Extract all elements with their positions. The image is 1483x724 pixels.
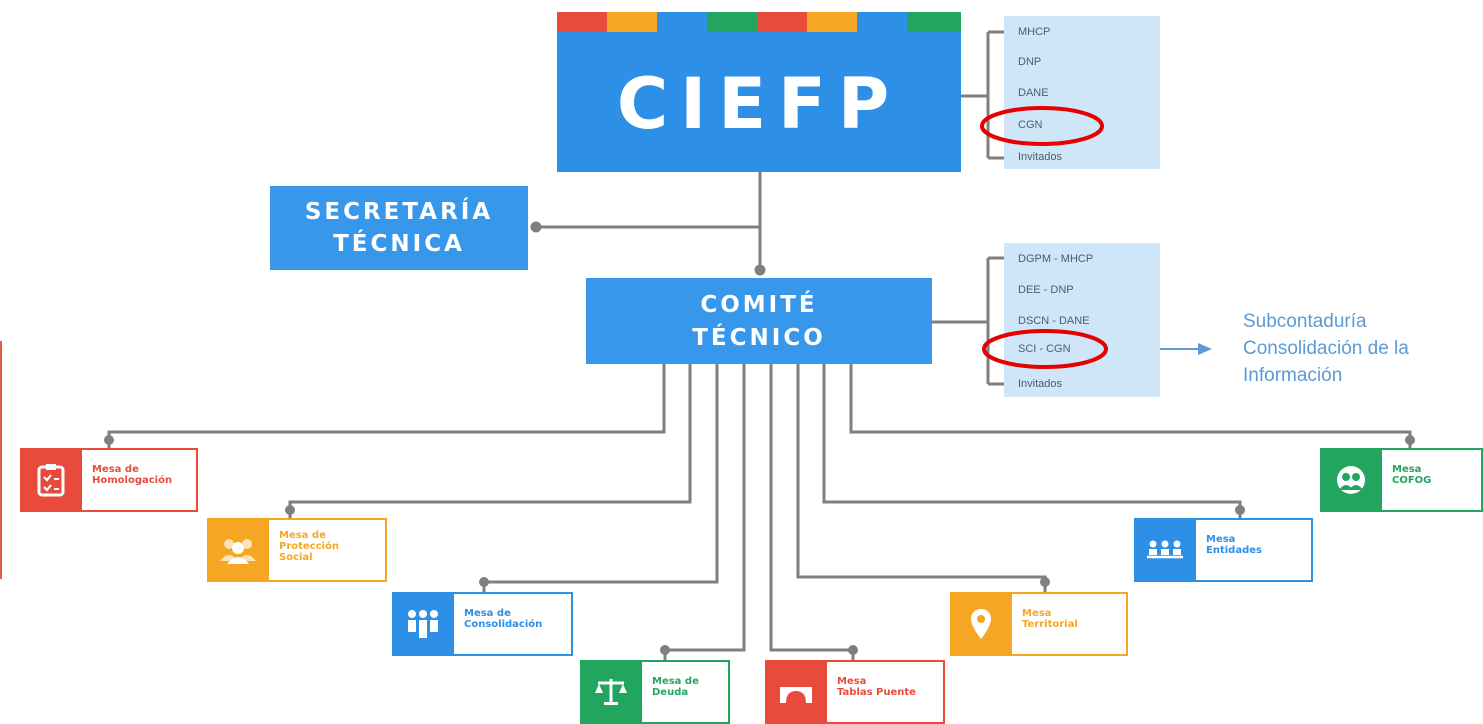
color-stripe [857, 12, 907, 32]
member-label: Invitados [1018, 151, 1063, 163]
mesa-label: Protección [279, 541, 339, 552]
color-stripe [907, 12, 961, 32]
color-stripe [757, 12, 807, 32]
note-line: Consolidación de la [1243, 338, 1409, 359]
mesa-label: Mesa de [279, 530, 326, 541]
mesa-proteccion-social: Mesa de Protección Social [207, 518, 387, 582]
comite-members-panel: DGPM - MHCP DEE - DNP DSCN - DANE SCI - … [1004, 243, 1160, 397]
ciefp-members-panel: MHCP DNP DANE CGN Invitados [1004, 16, 1160, 169]
mesa-label: Mesa [1022, 608, 1052, 619]
people-group-icon [207, 518, 269, 582]
member-label: DEE - DNP [1018, 284, 1074, 296]
note-line: Subcontaduría [1243, 311, 1367, 332]
mesa-label: Tablas Puente [837, 687, 916, 698]
mesa-cofog: Mesa COFOG [1320, 448, 1483, 512]
note-line: Información [1243, 365, 1343, 386]
member-label: SCI - CGN [1018, 343, 1071, 355]
member-label: DSCN - DANE [1018, 315, 1090, 327]
mesa-label: Mesa de [464, 608, 511, 619]
member-label: CGN [1018, 119, 1043, 131]
color-stripe [657, 12, 707, 32]
mesa-label: Mesa de [652, 676, 699, 687]
member-label: DGPM - MHCP [1018, 253, 1094, 265]
network-icon [1134, 518, 1196, 582]
mesa-label: Mesa de [92, 464, 139, 475]
member-label: DNP [1018, 56, 1042, 68]
comite-line1: COMITÉ [700, 292, 818, 318]
left-edge-bar [0, 341, 2, 579]
member-label: MHCP [1018, 26, 1051, 38]
mesa-label: Entidades [1206, 545, 1262, 556]
member-label: Invitados [1018, 378, 1063, 390]
secretaria-line2: TÉCNICA [333, 231, 465, 257]
bridge-icon [765, 660, 827, 724]
subcontaduria-note: Subcontaduría Consolidación de la Inform… [1243, 308, 1409, 389]
mesa-tablas-puente: Mesa Tablas Puente [765, 660, 945, 724]
color-stripe [607, 12, 657, 32]
color-stripe [707, 12, 757, 32]
scales-icon [580, 660, 642, 724]
mesa-label: Mesa [1206, 534, 1236, 545]
comite-line2: TÉCNICO [692, 325, 826, 351]
mesa-consolidacion: Mesa de Consolidación [392, 592, 573, 656]
team-icon [392, 592, 454, 656]
mesa-homologacion: Mesa de Homologación [20, 448, 198, 512]
mesa-label: Social [279, 552, 313, 563]
color-stripe [557, 12, 607, 32]
people-circle-icon [1320, 448, 1382, 512]
mesa-entidades: Mesa Entidades [1134, 518, 1313, 582]
member-label: DANE [1018, 87, 1049, 99]
mesa-label: Consolidación [464, 619, 543, 630]
mesa-deuda: Mesa de Deuda [580, 660, 730, 724]
ciefp-box: CIEFP [557, 12, 961, 172]
mesa-label: Mesa [837, 676, 867, 687]
mesa-territorial: Mesa Territorial [950, 592, 1128, 656]
mesa-label: Homologación [92, 475, 173, 486]
location-pin-icon [950, 592, 1012, 656]
mesa-label: COFOG [1392, 475, 1432, 486]
mesa-label: Territorial [1022, 619, 1078, 630]
mesa-label: Deuda [652, 687, 689, 698]
secretaria-tecnica-box: SECRETARÍA TÉCNICA [270, 186, 528, 270]
color-stripe [807, 12, 857, 32]
comite-tecnico-box: COMITÉ TÉCNICO [586, 278, 932, 364]
clipboard-icon [20, 448, 82, 512]
secretaria-line1: SECRETARÍA [304, 199, 494, 225]
mesa-label: Mesa [1392, 464, 1422, 475]
ciefp-title: CIEFP [616, 63, 902, 145]
